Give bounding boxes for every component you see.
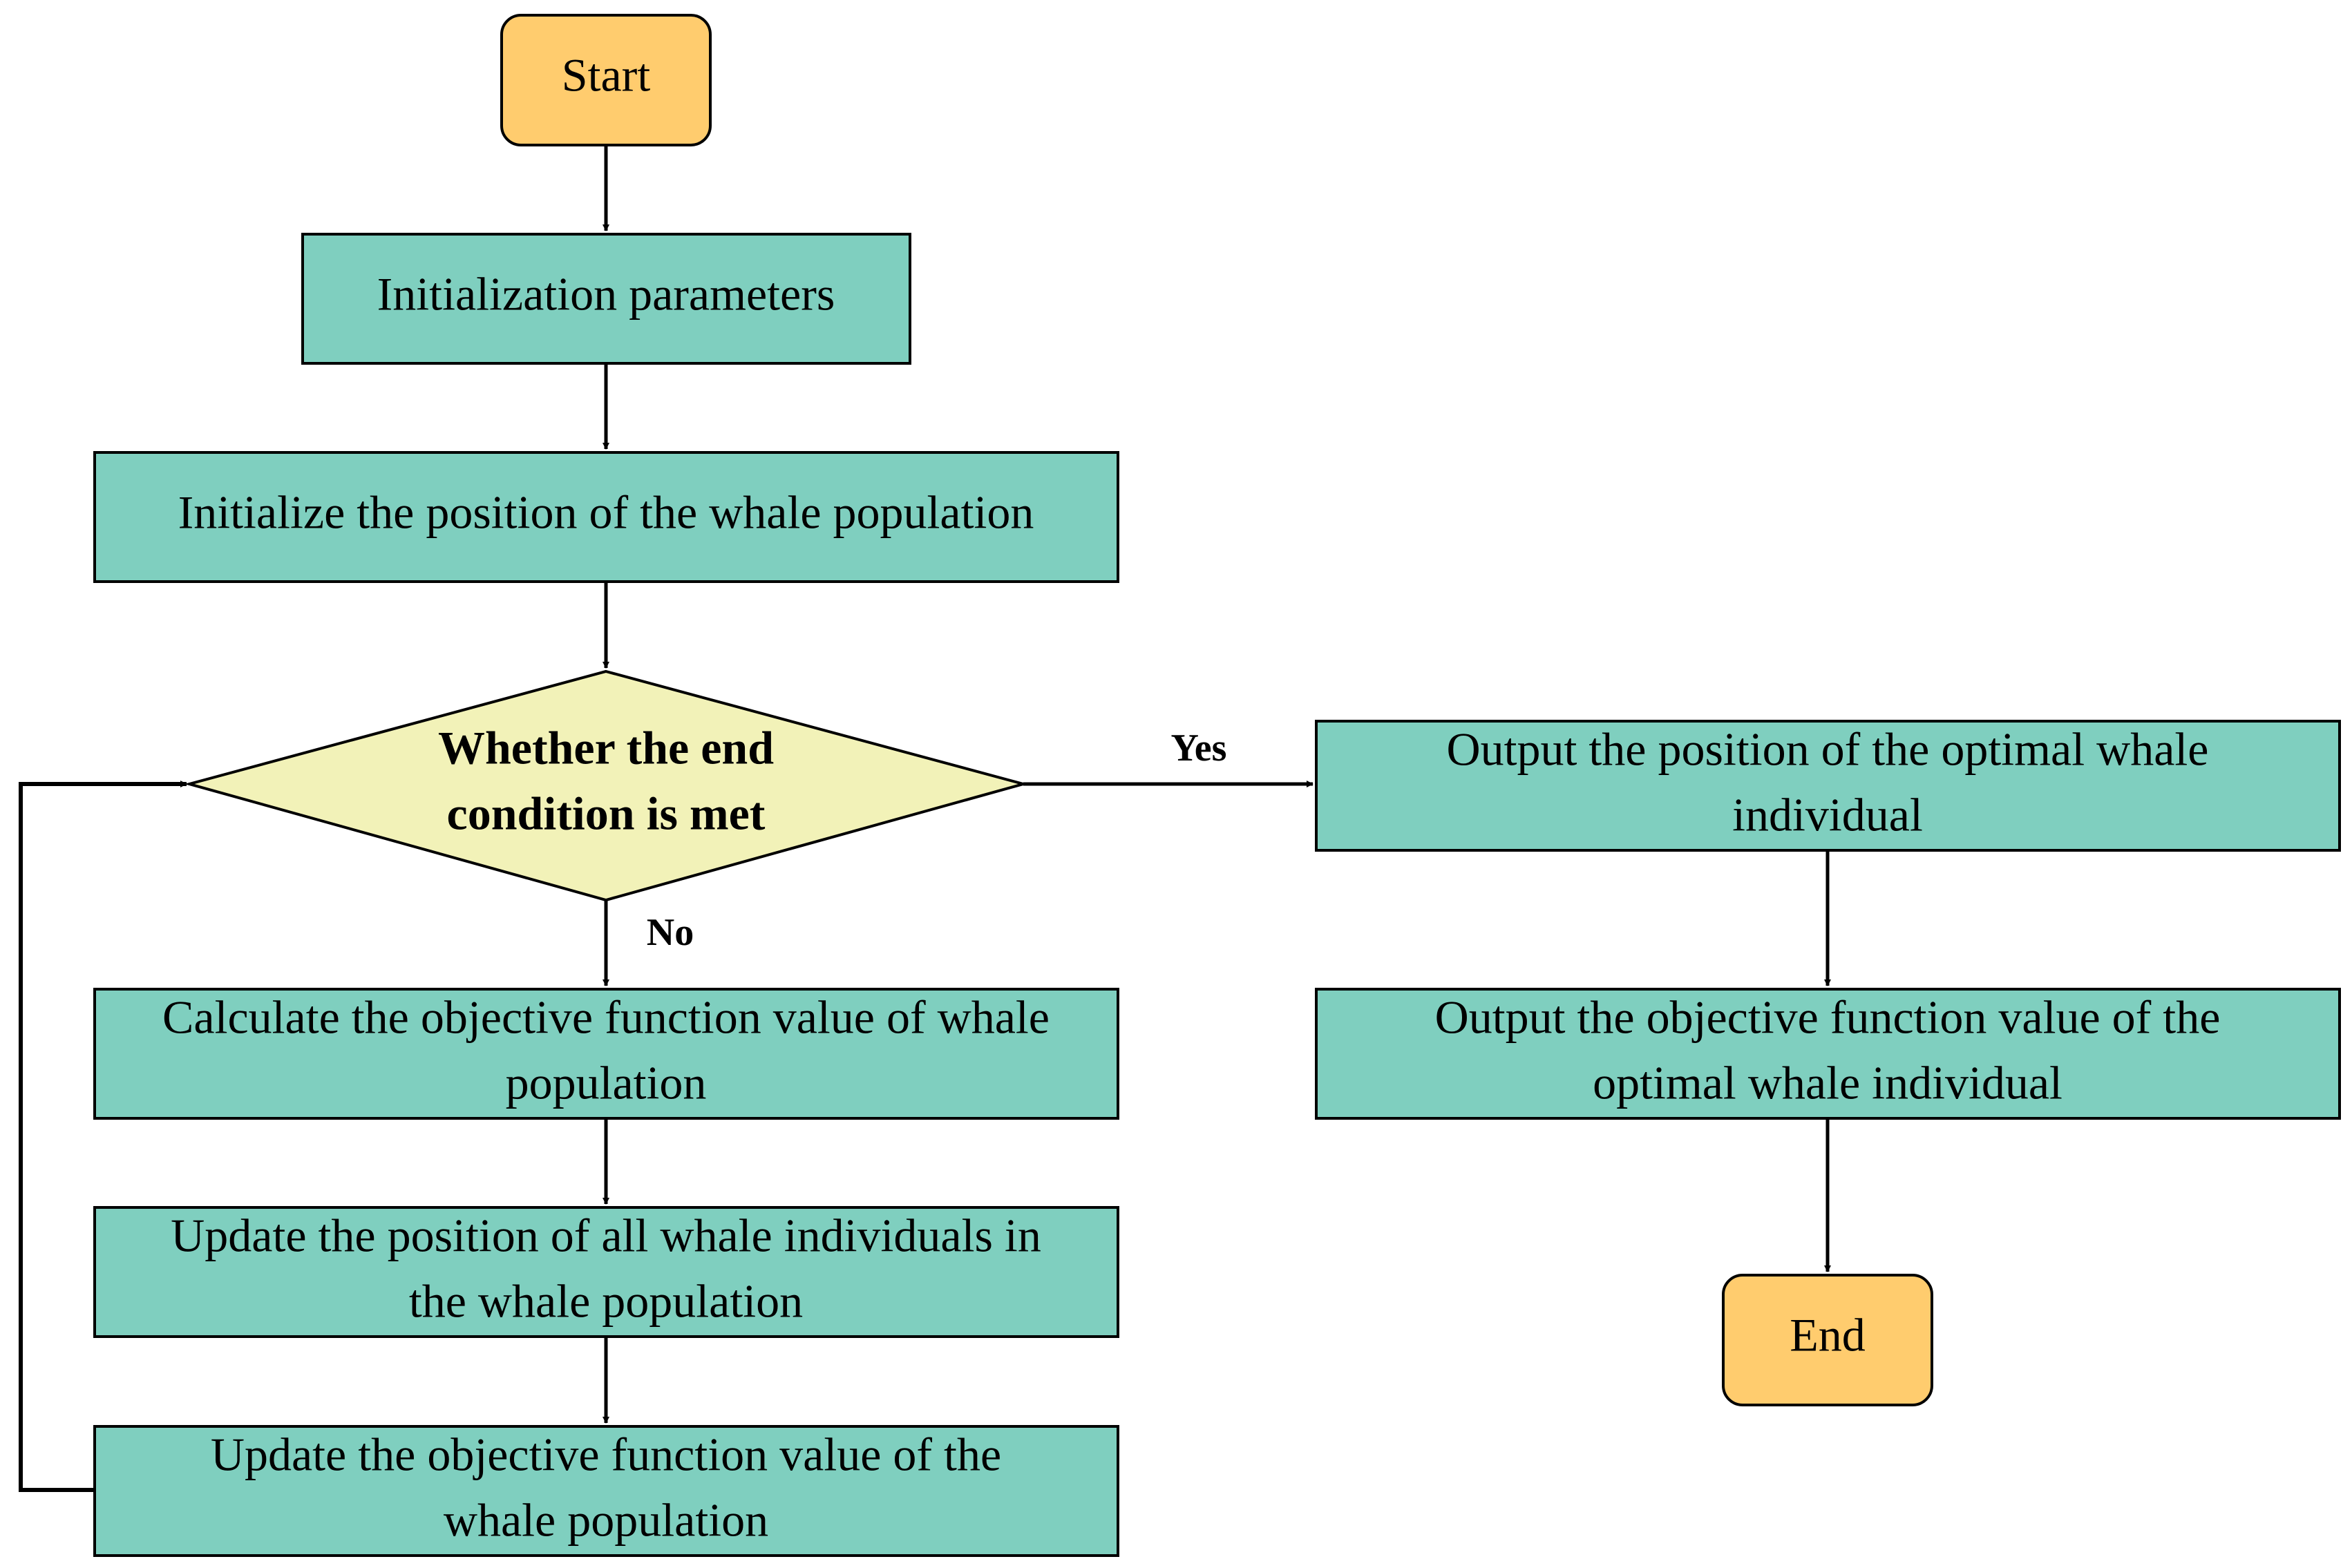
output-objective-box <box>1315 988 2341 1120</box>
update-objective-box <box>93 1425 1119 1557</box>
connectors <box>19 145 1831 1492</box>
edge-label-yes: Yes <box>1171 727 1227 769</box>
update-position-box <box>93 1206 1119 1338</box>
update-objective-label-line-1: Update the objective function value of t… <box>211 1428 1001 1481</box>
update-objective-label-line-2: whale population <box>444 1494 768 1547</box>
output-position-label-line-1: Output the position of the optimal whale <box>1447 723 2209 776</box>
end-condition-label-line-2: condition is met <box>447 787 766 840</box>
end-label: End <box>1790 1309 1866 1361</box>
calc-objective-label-line-1: Calculate the objective function value o… <box>162 991 1050 1044</box>
init-position-label: Initialize the position of the whale pop… <box>178 486 1034 539</box>
end-condition-decision <box>184 669 1029 902</box>
calc-objective-box <box>93 988 1119 1120</box>
arrow-loop-back-to-decision <box>19 781 187 1492</box>
calc-objective-label-line-2: population <box>506 1057 707 1109</box>
output-objective-label-line-1: Output the objective function value of t… <box>1435 991 2221 1044</box>
update-position-label-line-2: the whale population <box>409 1275 803 1328</box>
end-terminal <box>1722 1274 1933 1406</box>
init-params-label: Initialization parameters <box>377 268 835 321</box>
init-position-box <box>93 451 1119 583</box>
edge-label-no: No <box>647 911 694 954</box>
start-label: Start <box>562 49 651 102</box>
output-objective-label-line-2: optimal whale individual <box>1593 1057 2062 1109</box>
init-params-box <box>301 233 911 365</box>
output-position-label-line-2: individual <box>1732 789 1923 841</box>
start-terminal <box>500 14 712 146</box>
end-condition-label-line-1: Whether the end <box>438 722 774 774</box>
flowchart-nodes: Start Initialization parameters Initiali… <box>93 14 2341 1557</box>
update-position-label-line-1: Update the position of all whale individ… <box>171 1210 1041 1262</box>
output-position-box <box>1315 720 2341 852</box>
